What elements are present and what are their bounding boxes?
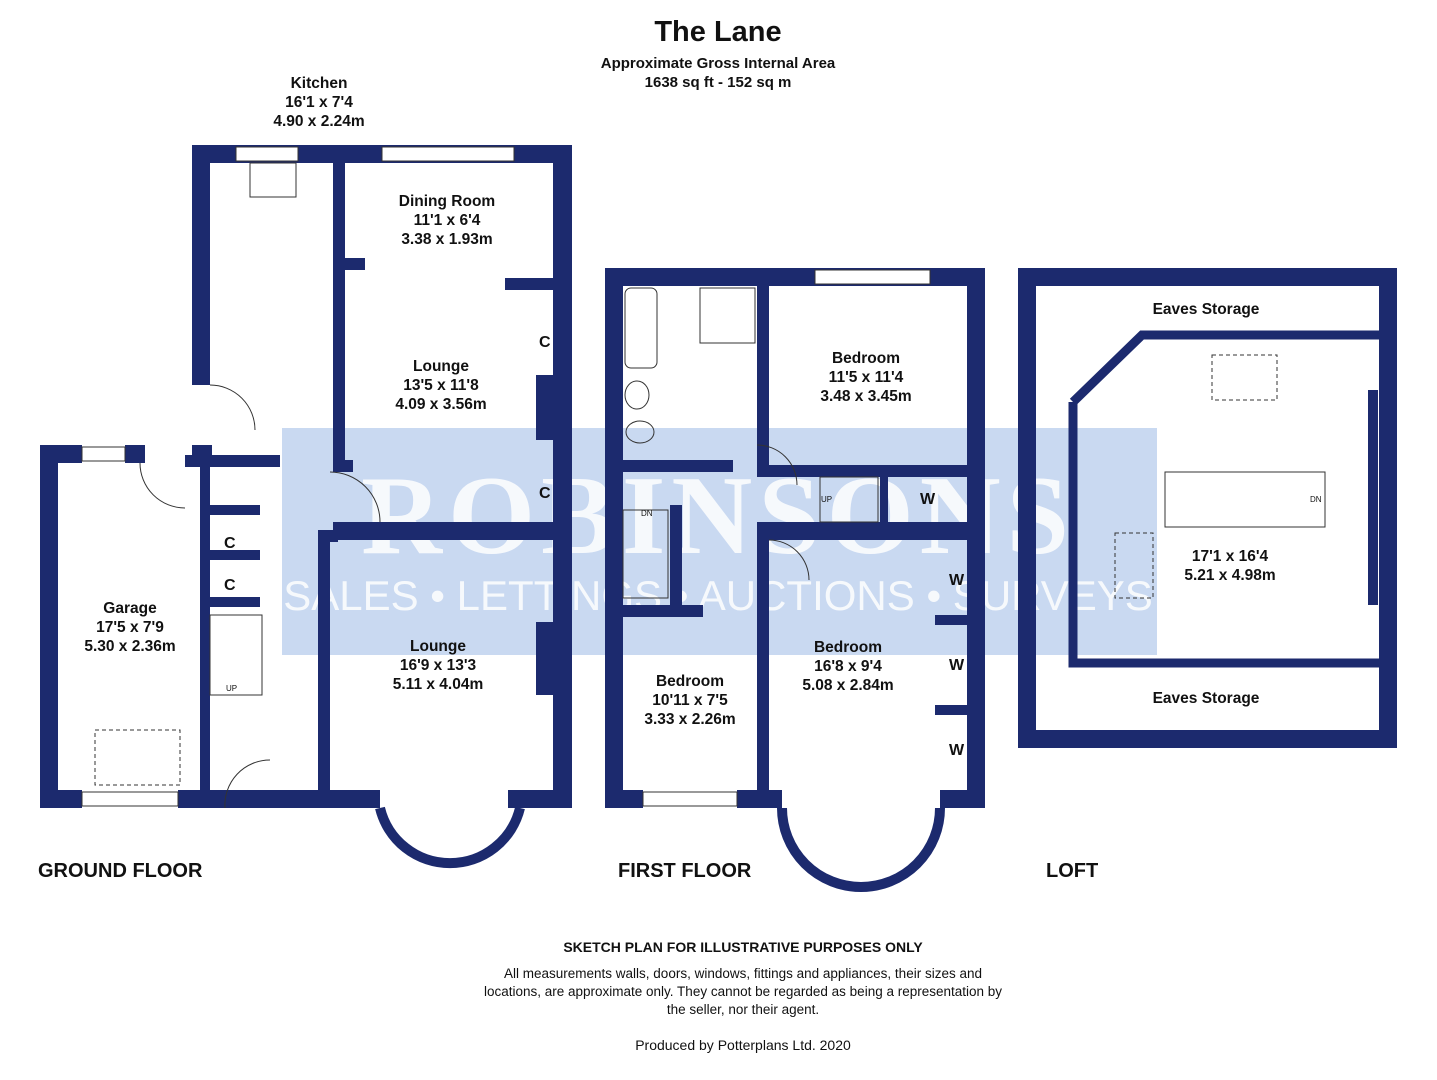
room-label-eaves-storage-top: Eaves Storage — [1152, 301, 1260, 318]
stairs-up-mark: UP — [226, 684, 238, 693]
disclaimer-heading: SKETCH PLAN FOR ILLUSTRATIVE PURPOSES ON… — [563, 939, 923, 955]
cupboard-mark: C — [539, 485, 551, 502]
stairs-down-mark: DN — [641, 509, 653, 518]
loft-walls — [1018, 268, 1397, 748]
producer-credit: Produced by Potterplans Ltd. 2020 — [635, 1037, 851, 1053]
stairs-up-mark: UP — [821, 495, 833, 504]
first-floor-walls — [605, 268, 985, 808]
loft-fixtures — [1114, 354, 1326, 599]
ground-floor-fixtures — [81, 146, 515, 809]
first-floor-fixtures — [622, 269, 931, 807]
wardrobe-mark: W — [920, 491, 936, 508]
floor-label-ground: GROUND FLOOR — [38, 860, 203, 882]
floor-label-first: FIRST FLOOR — [618, 860, 752, 882]
bay-window-ground — [375, 806, 525, 869]
area-summary: Approximate Gross Internal Area 1638 sq … — [601, 54, 836, 92]
area-value: 1638 sq ft - 152 sq m — [644, 74, 792, 91]
wardrobe-mark: W — [949, 572, 965, 589]
bay-window-first — [777, 807, 945, 892]
cupboard-mark: C — [224, 535, 236, 552]
wardrobe-mark: W — [949, 742, 965, 759]
disclaimer-text: All measurements walls, doors, windows, … — [483, 966, 1003, 1017]
loft-room-outline — [1068, 330, 1383, 668]
stairs-down-mark: DN — [1310, 495, 1322, 504]
watermark-tagline: SALES • LETTINGS • AUCTIONS • SURVEYS — [283, 572, 1153, 619]
floor-label-loft: LOFT — [1046, 860, 1099, 882]
plan-title: The Lane — [654, 16, 782, 48]
room-label-eaves-storage-bottom: Eaves Storage — [1152, 690, 1260, 707]
cupboard-mark: C — [539, 334, 551, 351]
area-subtitle: Approximate Gross Internal Area — [600, 55, 836, 72]
wardrobe-mark: W — [949, 657, 965, 674]
loft-side-wall — [1368, 390, 1378, 605]
cupboard-mark: C — [224, 577, 236, 594]
